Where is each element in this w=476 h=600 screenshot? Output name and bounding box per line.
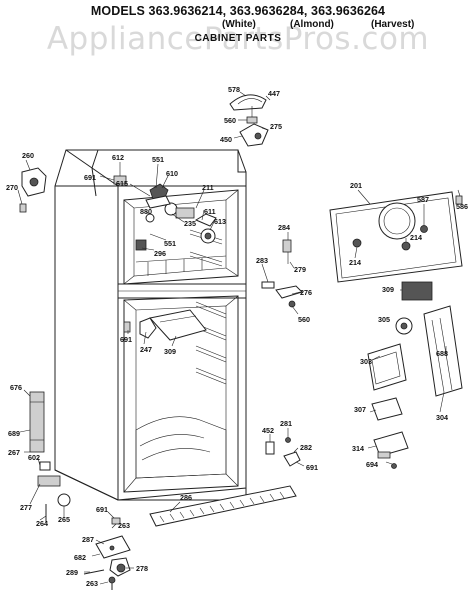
part-label: 276 [300,288,312,297]
part-label: 314 [352,444,364,453]
part-label: 688 [436,349,448,358]
part-label: 613 [214,217,226,226]
finish-almond: (Almond) [290,19,334,30]
part-label: 551 [164,239,176,248]
part-label: 612 [112,153,124,162]
part-label: 279 [294,265,306,274]
part-label: 281 [280,419,292,428]
part-label: 691 [96,505,108,514]
part-label: 551 [152,155,164,164]
dispenser-parts [367,281,463,469]
part-label: 560 [298,315,310,324]
part-label: 263 [118,521,130,530]
part-label: 284 [278,223,290,232]
part-label: 694 [366,460,378,469]
part-label: 610 [166,169,178,178]
part-label: 450 [220,135,232,144]
part-label: 201 [350,181,362,190]
part-label: 283 [256,256,268,265]
part-label: 247 [140,345,152,354]
part-label: 880 [140,207,152,216]
part-label: 682 [74,553,86,562]
part-label: 452 [262,426,274,435]
part-label: 303 [360,357,372,366]
part-label: 267 [8,448,20,457]
fresh-food-parts [123,309,207,341]
back-panel [329,191,463,283]
control-parts [113,175,217,251]
part-label: 211 [202,183,214,192]
part-labels: 578 447 560 275 450 612 551 691 615 610 … [6,85,468,588]
roller-parts [83,517,131,590]
cabinet-body [29,149,247,501]
part-label: 602 [28,453,40,462]
part-label: 307 [354,405,366,414]
hinge-center-parts [261,239,303,308]
part-label: 235 [184,219,196,228]
lower-hinge-parts [265,437,301,467]
part-label: 270 [6,183,18,192]
finish-harvest: (Harvest) [371,19,415,30]
part-label: 560 [224,116,236,125]
bottom-grille [149,485,297,527]
leveling-parts [37,461,71,522]
part-label: 587 [417,195,429,204]
watermark: AppliancePartsPros.com [46,21,430,57]
part-label: 611 [204,207,216,216]
door-stop-parts [19,167,47,213]
part-label: 263 [86,579,98,588]
part-label: 578 [228,85,240,94]
part-label: 309 [164,347,176,356]
diagram-title: MODELS 363.9636214, 363.9636284, 363.963… [90,4,386,18]
part-label: 586 [456,202,468,211]
part-label: 275 [270,122,282,131]
part-label: 265 [58,515,70,524]
top-hinge-parts [229,94,269,147]
part-label: 447 [268,89,280,98]
part-label: 278 [136,564,148,573]
part-label: 264 [36,519,48,528]
leader-lines [17,91,461,585]
part-label: 214 [349,258,361,267]
part-label: 691 [306,463,318,472]
part-label: 615 [116,179,128,188]
part-label: 691 [120,335,132,344]
part-label: 304 [436,413,448,422]
part-label: 289 [66,568,78,577]
part-label: 286 [180,493,192,502]
part-label: 214 [410,233,422,242]
part-label: 282 [300,443,312,452]
part-label: 691 [84,173,96,182]
diagram-subtitle: CABINET PARTS [194,33,282,44]
part-label: 305 [378,315,390,324]
part-label: 296 [154,249,166,258]
part-label: 260 [22,151,34,160]
part-label: 676 [10,383,22,392]
part-label: 277 [20,503,32,512]
part-label: 689 [8,429,20,438]
part-label: 309 [382,285,394,294]
part-label: 287 [82,535,94,544]
finish-white: (White) [222,19,256,30]
